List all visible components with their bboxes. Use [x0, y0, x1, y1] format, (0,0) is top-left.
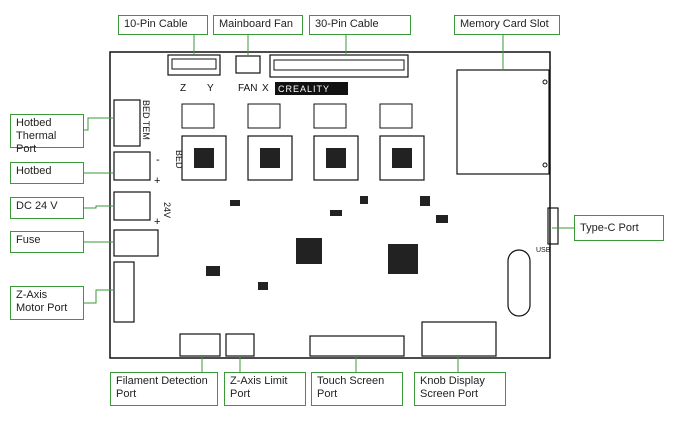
silk-plus-2: +	[154, 216, 160, 228]
silk-fan: FAN	[238, 83, 257, 94]
label-10-pin-cable: 10-Pin Cable	[118, 15, 208, 35]
label-knob-display-screen-port: Knob Display Screen Port	[414, 372, 506, 406]
label-type-c-port: Type-C Port	[574, 215, 664, 241]
label-z-axis-limit-port: Z-Axis Limit Port	[224, 372, 306, 406]
silk-z: Z	[180, 83, 186, 94]
thirty-pin-connector	[269, 54, 409, 78]
usb-c-port	[547, 207, 559, 245]
label-memory-card-slot: Memory Card Slot	[454, 15, 560, 35]
small-components	[206, 196, 448, 290]
brand-logo-plate	[275, 82, 348, 95]
silk-x: X	[262, 83, 269, 94]
pcb-outline	[109, 51, 551, 359]
silk-minus: -	[156, 154, 160, 166]
label-dc-24v: DC 24 V	[10, 197, 84, 219]
label-30-pin-cable: 30-Pin Cable	[309, 15, 411, 35]
label-hotbed-thermal-port: Hotbed Thermal Port	[10, 114, 84, 155]
label-fuse: Fuse	[10, 231, 84, 253]
label-filament-detection-port: Filament Detection Port	[110, 372, 218, 406]
stepper-drivers	[181, 103, 425, 181]
silk-plus-1: +	[154, 175, 160, 187]
label-touch-screen-port: Touch Screen Port	[311, 372, 403, 406]
silk-usb: USB	[536, 247, 551, 254]
silk-24v: 24V	[162, 202, 172, 218]
crystal-oscillator	[507, 249, 531, 317]
bottom-connectors	[179, 321, 497, 357]
silk-bed-tem: BED TEM	[141, 100, 151, 140]
label-hotbed: Hotbed	[10, 162, 84, 184]
silk-y: Y	[207, 83, 214, 94]
callout-lines	[84, 33, 574, 372]
brand-logo: CREALITY	[278, 84, 330, 94]
silk-bed: BED	[174, 150, 184, 169]
label-z-axis-motor-port: Z-Axis Motor Port	[10, 286, 84, 320]
label-mainboard-fan: Mainboard Fan	[213, 15, 303, 35]
